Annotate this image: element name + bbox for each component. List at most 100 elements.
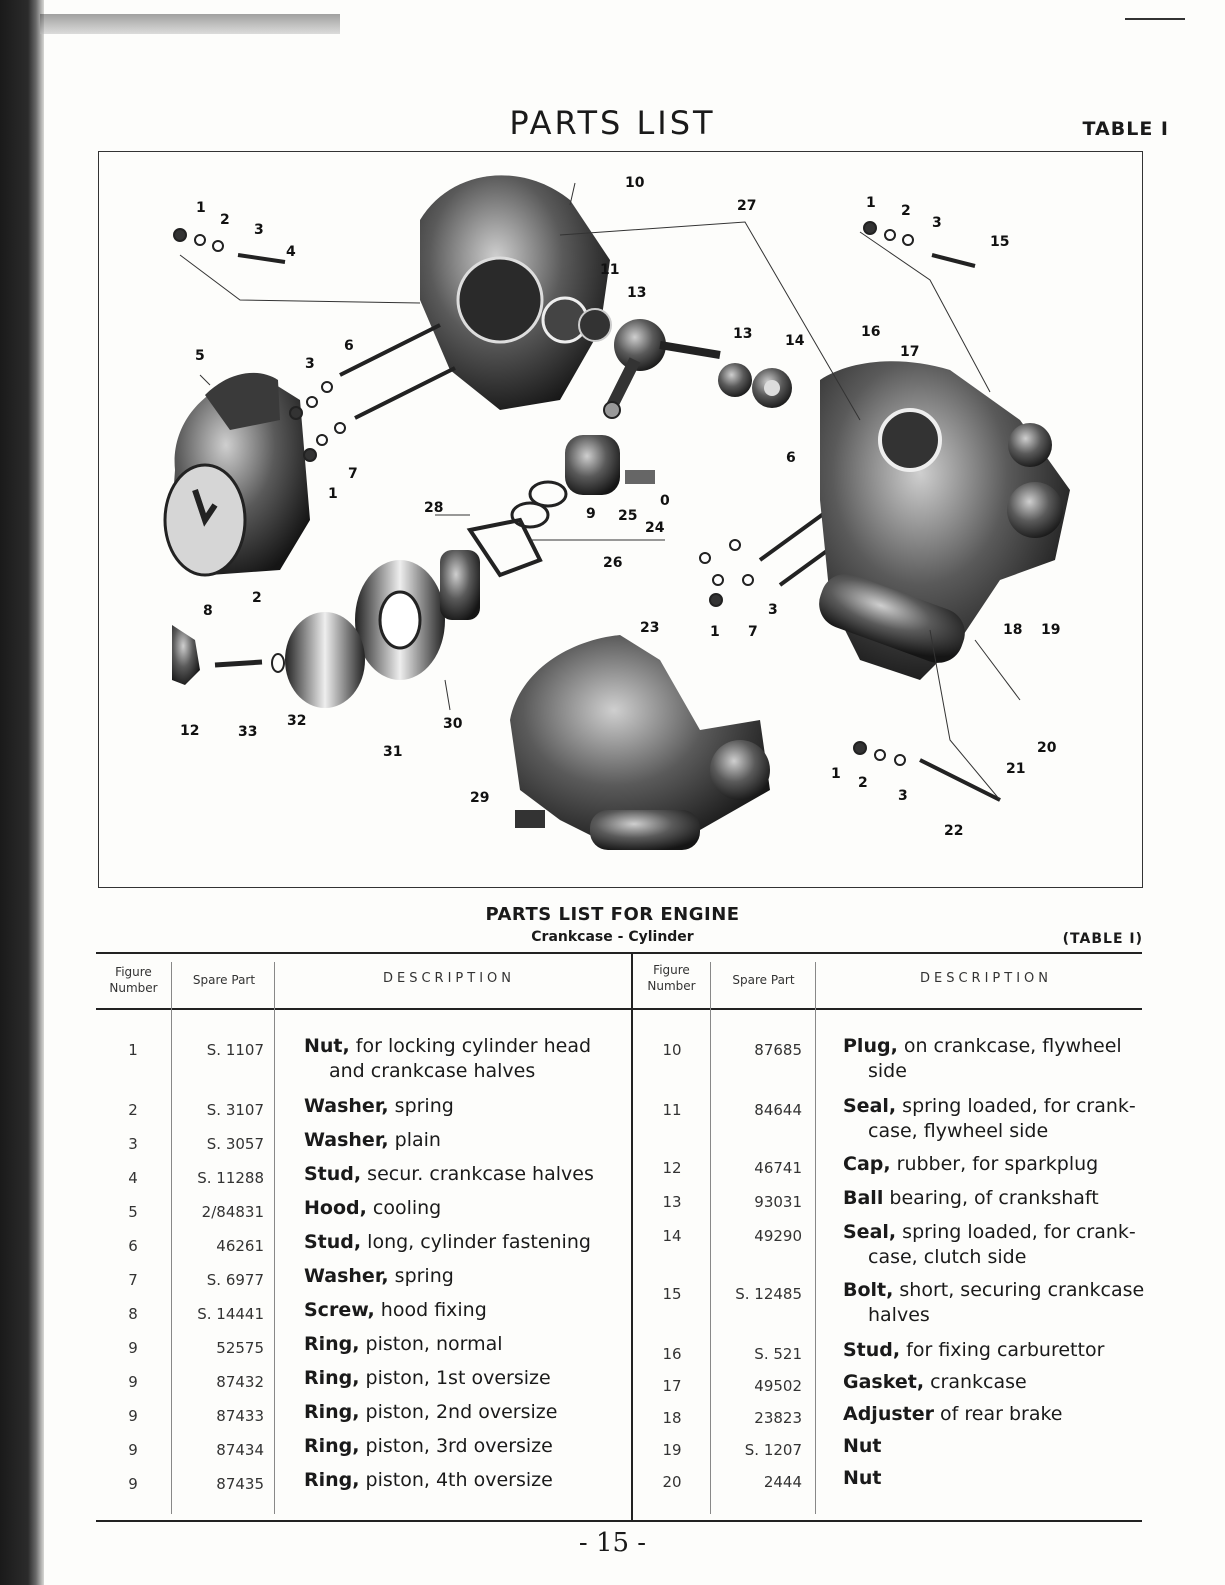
spare-part-number: 87434 [216,1441,264,1459]
part-description: Stud, for fixing carburettor [843,1338,1148,1363]
part-name: Bolt, [843,1279,894,1301]
figure-number: 8 [128,1305,138,1323]
part-name: Ring, [304,1435,360,1457]
crankshaft [603,319,721,419]
part-detail-continuation: and crankcase halves [329,1060,536,1082]
spare-part-number: S. 1107 [206,1041,264,1059]
col-divider [274,962,275,1514]
part-name: Nut [843,1467,882,1489]
figure-number: 4 [128,1169,138,1187]
spare-part-number: S. 521 [754,1345,802,1363]
figure-number: 9 [128,1441,138,1459]
part-detail: spring loaded, for crank- [896,1095,1136,1117]
callout: 27 [737,198,756,214]
callout: 3 [898,788,908,804]
part-detail: piston, 4th oversize [359,1469,553,1491]
spare-part-number: 46741 [754,1159,802,1177]
part-name: Cap, [843,1153,891,1175]
part-name: Nut [843,1435,882,1457]
callout: 8 [203,603,213,619]
part-description: Ring, piston, 2nd oversize [304,1400,624,1425]
header-spare-part: Spare Part [732,973,795,987]
header-figure-number: Figure Number [633,962,710,994]
callout: 28 [424,500,443,516]
part-detail: long, cylinder fastening [361,1231,591,1253]
part-name: Ball [843,1187,884,1209]
callout: 16 [861,324,880,340]
callout: 1 [328,486,338,502]
callout: 2 [252,590,262,606]
part-description: Ring, piston, 3rd oversize [304,1434,624,1459]
figure-number: 18 [662,1409,682,1427]
part-description: Adjuster of rear brake [843,1402,1148,1427]
part-detail-continuation: case, clutch side [868,1246,1027,1268]
callout: 22 [944,823,963,839]
callout: 15 [990,234,1009,250]
part-description: Washer, spring [304,1264,624,1289]
header-figure-number: Figure Number [96,964,171,996]
figure-number: 15 [662,1285,682,1303]
spare-part-number: 2/84831 [201,1203,264,1221]
header-text: Number [647,979,696,993]
figure-number: 9 [128,1407,138,1425]
part-detail: spring [388,1265,454,1287]
table-bottom-rule [96,1520,1142,1522]
figure-number: 12 [662,1159,682,1177]
spare-part-number: 46261 [216,1237,264,1255]
part-detail: piston, 3rd oversize [359,1435,553,1457]
callout-labels: 1 2 3 4 5 6 3 1 7 8 2 10 27 11 13 13 14 … [180,175,1060,839]
part-detail: for fixing carburettor [900,1339,1105,1361]
figure-number: 11 [662,1101,682,1119]
part-name: Adjuster [843,1403,934,1425]
part-name: Stud, [304,1163,362,1185]
spare-part-number: S. 12485 [735,1285,802,1303]
part-name: Washer, [304,1265,389,1287]
spare-part-number: 87433 [216,1407,264,1425]
figure-number: 3 [128,1135,138,1153]
page-title: PARTS LIST [509,104,716,142]
callout: 13 [733,326,752,342]
part-detail: bearing, of crankshaft [883,1187,1099,1209]
figure-number: 13 [662,1193,682,1211]
nuts-washers [173,221,914,766]
part-description: Ring, piston, 1st oversize [304,1366,624,1391]
header-description: DESCRIPTION [383,971,515,986]
part-detail: crankcase [924,1371,1027,1393]
figure-number: 20 [662,1473,682,1491]
part-detail-continuation: halves [868,1304,930,1326]
cooling-hood [163,372,310,577]
header-spare-part: Spare Part [192,973,256,987]
part-name: Seal, [843,1221,897,1243]
part-name: Washer, [304,1129,389,1151]
spare-part-number: 52575 [216,1339,264,1357]
callout: 9 [586,506,596,522]
callout: 17 [900,344,919,360]
crankcase-half-clutch [819,361,1070,680]
callout: 7 [348,466,358,482]
part-description: Hood, cooling [304,1196,624,1221]
part-description: Ring, piston, normal [304,1332,624,1357]
callout: 21 [1006,761,1025,777]
part-name: Screw, [304,1299,375,1321]
part-name: Ring, [304,1469,360,1491]
part-description: Cap, rubber, for sparkplug [843,1152,1148,1177]
spare-part-number: 93031 [754,1193,802,1211]
part-description: Screw, hood fixing [304,1298,624,1323]
callout: 1 [831,766,841,782]
part-description: Seal, spring loaded, for crank-case, fly… [843,1094,1148,1144]
corner-mark [1125,18,1185,20]
callout: 19 [1041,622,1060,638]
figure-number: 10 [662,1041,682,1059]
part-detail: on crankcase, flywheel [897,1035,1122,1057]
parts-list-title: PARTS LIST FOR ENGINE [485,904,740,925]
part-name: Gasket, [843,1371,925,1393]
gasket [466,517,543,578]
callout: 31 [383,744,402,760]
callout: 32 [287,713,306,729]
callout: 3 [305,356,315,372]
spare-part-number: S. 11288 [197,1169,264,1187]
part-name: Stud, [843,1339,901,1361]
part-detail: plain [388,1129,441,1151]
